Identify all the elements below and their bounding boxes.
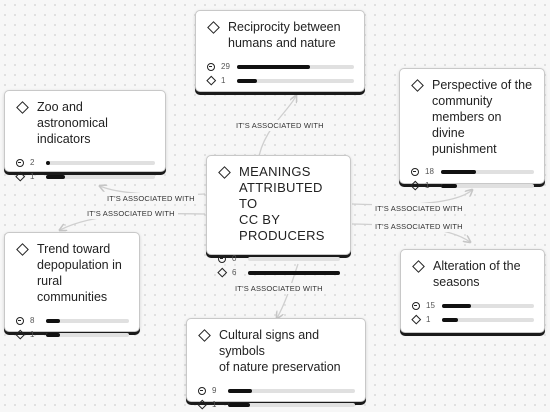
comment-bar <box>237 64 310 69</box>
comment-bar <box>46 160 51 165</box>
comment-icon <box>15 158 25 168</box>
link-count-row: 1 <box>15 328 129 341</box>
edge-label-zoo: IT'S ASSOCIATED WITH <box>104 193 198 204</box>
comment-bar <box>441 169 477 174</box>
link-count-row: 1 <box>411 313 534 326</box>
diamond-icon <box>16 101 29 114</box>
comment-icon <box>217 254 227 264</box>
diamond-icon <box>15 171 25 182</box>
comment-bar <box>442 303 472 308</box>
diamond-icon <box>197 399 207 410</box>
edge-label-cultural: IT'S ASSOCIATED WITH <box>232 283 326 294</box>
link-count-row: 1 <box>15 170 155 183</box>
diamond-icon <box>411 314 421 325</box>
comment-bar <box>228 388 253 393</box>
link-bar <box>441 183 457 188</box>
link-count-row: 1 <box>197 398 355 411</box>
diamond-icon <box>16 243 29 256</box>
comment-icon <box>197 386 207 396</box>
comment-count-row: 29 <box>206 60 354 73</box>
diamond-icon <box>207 21 220 34</box>
diamond-icon <box>218 166 231 179</box>
comment-count-row: 0 <box>217 252 340 265</box>
comment-count-row: 2 <box>15 156 155 169</box>
link-bar <box>46 174 65 179</box>
comment-icon <box>410 167 420 177</box>
edge-label-trend: IT'S ASSOCIATED WITH <box>84 208 178 219</box>
comment-count-row: 9 <box>197 384 355 397</box>
link-bar <box>237 78 257 83</box>
link-bar <box>46 332 61 337</box>
link-bar <box>442 317 458 322</box>
link-count-row: 1 <box>410 179 534 192</box>
comment-count-row: 18 <box>410 165 534 178</box>
edge-label-perspective: IT'S ASSOCIATED WITH <box>372 203 466 214</box>
diamond-icon <box>217 267 227 278</box>
comment-count-row: 15 <box>411 299 534 312</box>
diamond-icon <box>198 329 211 342</box>
edge-label-alteration: IT'S ASSOCIATED WITH <box>372 221 466 232</box>
edge-label-top: IT'S ASSOCIATED WITH <box>233 120 327 131</box>
diamond-icon <box>410 180 420 191</box>
link-bar <box>248 270 340 275</box>
comment-count-row: 8 <box>15 314 129 327</box>
comment-icon <box>15 316 25 326</box>
comment-bar <box>46 318 61 323</box>
comment-icon <box>411 301 421 311</box>
link-count-row: 1 <box>206 74 354 87</box>
link-count-row: 6 <box>217 266 340 279</box>
diamond-icon <box>206 75 216 86</box>
diamond-icon <box>15 329 25 340</box>
comment-icon <box>206 62 216 72</box>
diamond-icon <box>412 260 425 273</box>
diamond-icon <box>411 79 424 92</box>
link-bar <box>228 402 250 407</box>
